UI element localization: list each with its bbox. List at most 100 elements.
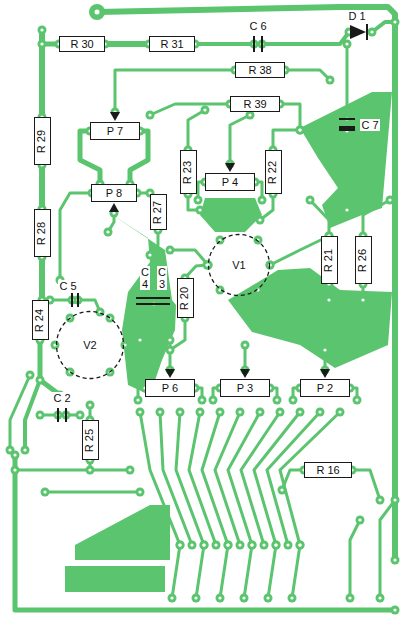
component-label: R 38	[248, 64, 271, 77]
solder-pad	[200, 541, 209, 550]
copper-trace	[244, 545, 252, 598]
drill-hole	[226, 543, 229, 546]
drill-hole	[138, 490, 141, 493]
solder-pad	[166, 246, 175, 255]
copper-trace	[280, 104, 300, 130]
solder-pad	[204, 261, 213, 270]
solder-pad	[26, 371, 35, 380]
drill-hole	[158, 410, 161, 413]
drill-hole	[148, 253, 151, 256]
copper-trace	[196, 545, 204, 598]
part-name: C 3	[157, 266, 167, 290]
wiper-arrow	[240, 369, 250, 378]
drill-hole	[178, 410, 181, 413]
solder-pad	[391, 18, 400, 27]
solder-pad	[284, 541, 293, 550]
copper-trace	[45, 491, 140, 494]
solder-pad	[278, 486, 287, 495]
solder-pad	[136, 488, 145, 497]
copper-trace	[170, 250, 208, 265]
copper-trace	[350, 520, 360, 598]
component-label: R 22	[267, 160, 280, 183]
component-label: V2	[83, 339, 96, 352]
copper-fill	[108, 212, 176, 395]
drill-hole	[274, 543, 277, 546]
solder-pad	[272, 541, 281, 550]
solder-pad	[353, 396, 362, 405]
copper-trace	[254, 412, 300, 545]
component-label: R 29	[36, 129, 49, 152]
solder-pad	[188, 541, 197, 550]
solder-pad	[166, 346, 175, 355]
drill-hole	[274, 543, 277, 546]
component-label: R 39	[243, 98, 266, 111]
solder-pad	[258, 196, 267, 205]
drill-hole	[28, 373, 31, 376]
solder-pad	[11, 466, 20, 475]
component-box: R 28	[34, 209, 51, 257]
solder-pad	[156, 408, 165, 417]
component-label: R 16	[316, 464, 339, 477]
solder-pad	[256, 408, 265, 417]
solder-pad	[306, 196, 315, 205]
solder-pad	[51, 341, 60, 350]
drill-hole	[128, 468, 131, 471]
drill-hole	[202, 543, 205, 546]
solder-pad	[391, 496, 400, 505]
component-label: R 28	[36, 221, 49, 244]
drill-hole	[13, 453, 16, 456]
component-box: R 20	[177, 278, 194, 318]
copper-trace	[176, 412, 204, 545]
drill-hole	[358, 518, 361, 521]
copper-trace	[310, 200, 329, 236]
solder-pad	[224, 541, 233, 550]
solder-pad	[36, 376, 45, 385]
component-label: R 26	[357, 248, 370, 271]
trace-group	[10, 7, 395, 610]
capacitor-plate	[253, 36, 255, 52]
solder-pad	[316, 408, 325, 417]
drill-hole	[275, 398, 278, 401]
component-box: R 30	[59, 36, 105, 52]
solder-pad	[296, 408, 305, 417]
drill-hole	[238, 410, 241, 413]
drill-hole	[170, 596, 173, 599]
copper-trace	[285, 70, 330, 80]
component-label: V1	[232, 259, 245, 272]
copper-trace	[39, 257, 45, 300]
solder-pad	[336, 408, 345, 417]
copper-trace	[202, 412, 228, 545]
drill-hole	[138, 410, 141, 413]
solder-pad	[86, 466, 95, 475]
drill-hole	[203, 108, 206, 111]
solder-pad	[386, 196, 395, 205]
capacitor-plate	[261, 36, 263, 52]
drill-hole	[323, 348, 326, 351]
solder-pad	[248, 541, 257, 550]
valve-outline: V1	[207, 233, 271, 297]
component-label: P 6	[162, 382, 178, 395]
solder-pad	[194, 196, 203, 205]
copper-fill	[200, 198, 262, 232]
solder-pad	[376, 594, 385, 603]
component-box: R 25	[82, 420, 99, 460]
diode-symbol	[350, 25, 366, 39]
drill-hole	[345, 42, 348, 45]
copper-trace	[189, 412, 216, 545]
drill-hole	[370, 30, 373, 33]
drill-hole	[148, 113, 151, 116]
drill-hole	[106, 230, 109, 233]
copper-trace	[273, 130, 300, 150]
component-box: P 7	[90, 122, 140, 140]
component-label: R 23	[182, 160, 195, 183]
copper-trace	[215, 412, 240, 545]
solder-pad	[325, 296, 334, 305]
drill-hole	[328, 78, 331, 81]
component-box: R 29	[34, 117, 51, 165]
drill-hole	[40, 28, 43, 31]
drill-hole	[286, 543, 289, 546]
solder-pad	[192, 594, 201, 603]
drill-hole	[38, 413, 41, 416]
component-label: R 25	[84, 428, 97, 451]
drill-hole	[178, 543, 181, 546]
